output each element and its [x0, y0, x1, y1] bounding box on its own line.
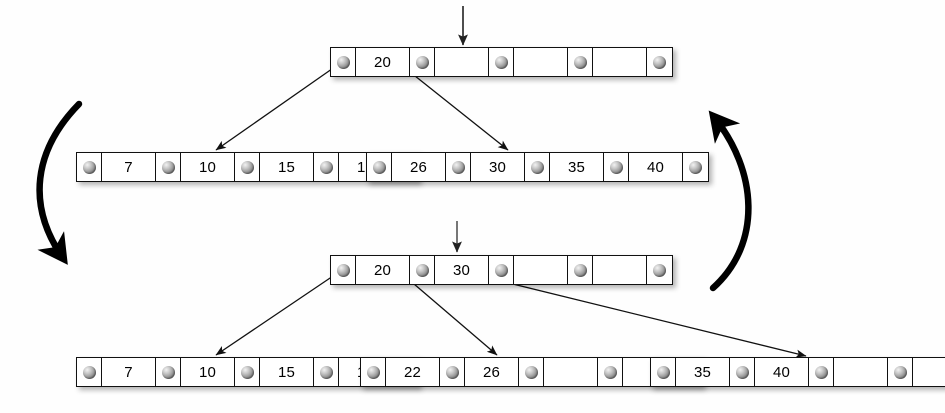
key-cell-empty	[593, 256, 647, 284]
left-curved-arrow	[36, 100, 83, 265]
pointer-cell[interactable]	[314, 358, 339, 386]
key-cell-empty	[514, 48, 568, 76]
pointer-dot-icon	[319, 365, 333, 379]
pointer-cell[interactable]	[683, 153, 708, 181]
pointer-cell[interactable]	[410, 48, 435, 76]
pointer-dot-icon	[161, 160, 175, 174]
key-cell: 30	[435, 256, 489, 284]
key-cell-empty	[593, 48, 647, 76]
key-cell: 40	[629, 153, 683, 181]
pointer-cell[interactable]	[235, 358, 260, 386]
key-cell: 26	[392, 153, 446, 181]
key-cell-empty	[913, 358, 945, 386]
pointer-cell[interactable]	[156, 358, 181, 386]
pointer-cell[interactable]	[331, 256, 356, 284]
pointer-dot-icon	[530, 160, 544, 174]
pointer-dot-icon	[573, 55, 587, 69]
pointer-dot-icon	[82, 365, 96, 379]
pointer-dot-icon	[372, 160, 386, 174]
pointer-dot-icon	[689, 160, 702, 174]
pointer-cell[interactable]	[525, 153, 550, 181]
pointer-dot-icon	[603, 365, 617, 379]
pointer-cell[interactable]	[156, 153, 181, 181]
pointer-cell[interactable]	[489, 48, 514, 76]
pointer-cell[interactable]	[314, 153, 339, 181]
pointer-dot-icon	[366, 365, 380, 379]
pointer-cell[interactable]	[519, 358, 544, 386]
pointer-dot-icon	[609, 160, 623, 174]
pointer-dot-icon	[494, 263, 508, 277]
pointer-cell[interactable]	[647, 48, 672, 76]
pointer-dot-icon	[336, 263, 350, 277]
key-cell: 10	[181, 358, 235, 386]
pointer-dot-icon	[656, 365, 670, 379]
pointer-cell[interactable]	[888, 358, 913, 386]
pointer-dot-icon	[161, 365, 175, 379]
pointer-dot-icon	[415, 263, 429, 277]
key-cell-empty	[834, 358, 888, 386]
pointer-cell[interactable]	[410, 256, 435, 284]
pointer-dot-icon	[240, 365, 254, 379]
pointer-cell[interactable]	[730, 358, 755, 386]
pointer-dot-icon	[735, 365, 749, 379]
pointer-dot-icon	[415, 55, 429, 69]
pointer-cell[interactable]	[367, 153, 392, 181]
root-node-before[interactable]: 20	[330, 47, 673, 77]
pointer-cell[interactable]	[361, 358, 386, 386]
pointer-cell[interactable]	[331, 48, 356, 76]
pointer-dot-icon	[653, 263, 666, 277]
key-cell: 35	[550, 153, 604, 181]
pointer-dot-icon	[653, 55, 666, 69]
key-cell-empty	[514, 256, 568, 284]
pointer-cell[interactable]	[77, 358, 102, 386]
pointer-dot-icon	[451, 160, 465, 174]
pointer-cell[interactable]	[809, 358, 834, 386]
key-cell-empty	[544, 358, 598, 386]
leaf-node-before-right[interactable]: 26 30 35 40	[366, 152, 709, 182]
pointer-dot-icon	[82, 160, 96, 174]
pointer-cell[interactable]	[235, 153, 260, 181]
pointer-cell[interactable]	[489, 256, 514, 284]
pointer-dot-icon	[573, 263, 587, 277]
pointer-dot-icon	[240, 160, 254, 174]
key-cell: 26	[465, 358, 519, 386]
pointer-cell[interactable]	[77, 153, 102, 181]
pointer-dot-icon	[494, 55, 508, 69]
key-cell: 20	[356, 48, 410, 76]
pointer-cell[interactable]	[647, 256, 672, 284]
key-cell: 22	[386, 358, 440, 386]
pointer-dot-icon	[319, 160, 333, 174]
pointer-cell[interactable]	[598, 358, 623, 386]
key-cell: 40	[755, 358, 809, 386]
key-cell: 7	[102, 153, 156, 181]
pointer-cell[interactable]	[440, 358, 465, 386]
pointer-dot-icon	[336, 55, 350, 69]
pointer-cell[interactable]	[604, 153, 629, 181]
edge-root-after-to-left-leaf	[215, 271, 340, 356]
pointer-cell[interactable]	[446, 153, 471, 181]
leaf-node-after-right[interactable]: 35 40	[650, 357, 945, 387]
pointer-dot-icon	[524, 365, 538, 379]
pointer-cell[interactable]	[568, 256, 593, 284]
key-cell: 30	[471, 153, 525, 181]
key-cell: 35	[676, 358, 730, 386]
key-cell: 15	[260, 153, 314, 181]
pointer-dot-icon	[445, 365, 459, 379]
pointer-cell[interactable]	[568, 48, 593, 76]
pointer-dot-icon	[893, 365, 907, 379]
pointer-cell[interactable]	[651, 358, 676, 386]
edge-root-before-to-left-leaf	[215, 63, 340, 151]
pointer-dot-icon	[814, 365, 828, 379]
key-cell: 10	[181, 153, 235, 181]
key-cell: 7	[102, 358, 156, 386]
key-cell: 20	[356, 256, 410, 284]
right-curved-arrow	[708, 110, 752, 292]
key-cell: 15	[260, 358, 314, 386]
key-cell-empty	[435, 48, 489, 76]
